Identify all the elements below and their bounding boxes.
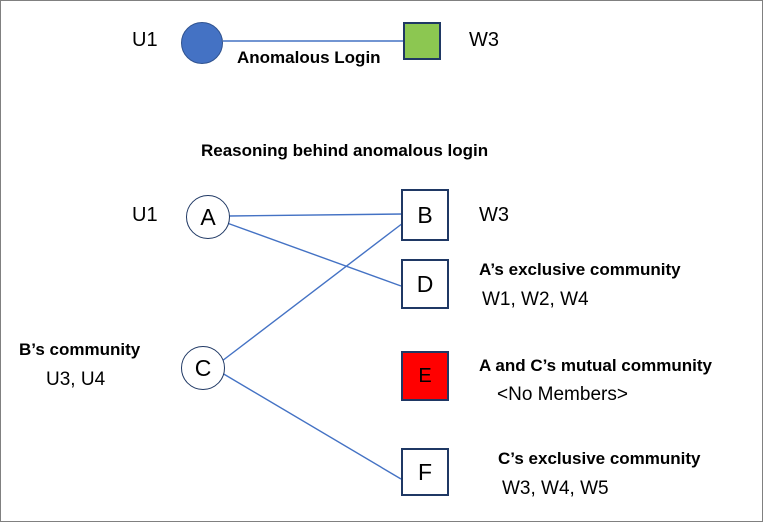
label-d-community-members: W1, W2, W4 [482,289,589,310]
label-anomalous-login: Anomalous Login [237,48,381,67]
node-c-glyph: C [194,354,212,381]
node-d[interactable]: D [401,259,449,309]
label-u1-node-a: U1 [132,204,158,226]
label-w3-top: W3 [469,29,499,51]
label-u1-top: U1 [132,29,158,51]
edge-a-d [226,222,402,287]
node-a[interactable]: A [186,195,230,239]
node-e-glyph: E [418,364,432,387]
node-f-glyph: F [417,458,433,485]
label-f-community-title: C’s exclusive community [498,449,701,468]
node-f[interactable]: F [401,448,449,496]
node-a-glyph: A [200,203,216,230]
label-b-community-title: B’s community [19,340,141,359]
label-b-community-members: U3, U4 [46,369,106,390]
label-w3-node-b: W3 [479,204,509,226]
node-b[interactable]: B [401,189,449,241]
label-d-community-title: A’s exclusive community [479,260,681,279]
node-b-glyph: B [417,201,433,228]
edge-c-f [221,372,402,480]
edge-c-b [221,222,404,362]
node-user-u1[interactable] [181,22,223,64]
node-resource-w3[interactable] [403,22,441,60]
node-c[interactable]: C [181,346,225,390]
node-e[interactable]: E [401,351,449,401]
edge-a-b [228,213,404,217]
label-e-community-members: <No Members> [497,384,628,405]
diagram-caption: Reasoning behind anomalous login [201,141,489,160]
label-f-community-members: W3, W4, W5 [502,478,609,499]
label-e-community-title: A and C’s mutual community [479,356,712,375]
node-d-glyph: D [416,270,434,297]
